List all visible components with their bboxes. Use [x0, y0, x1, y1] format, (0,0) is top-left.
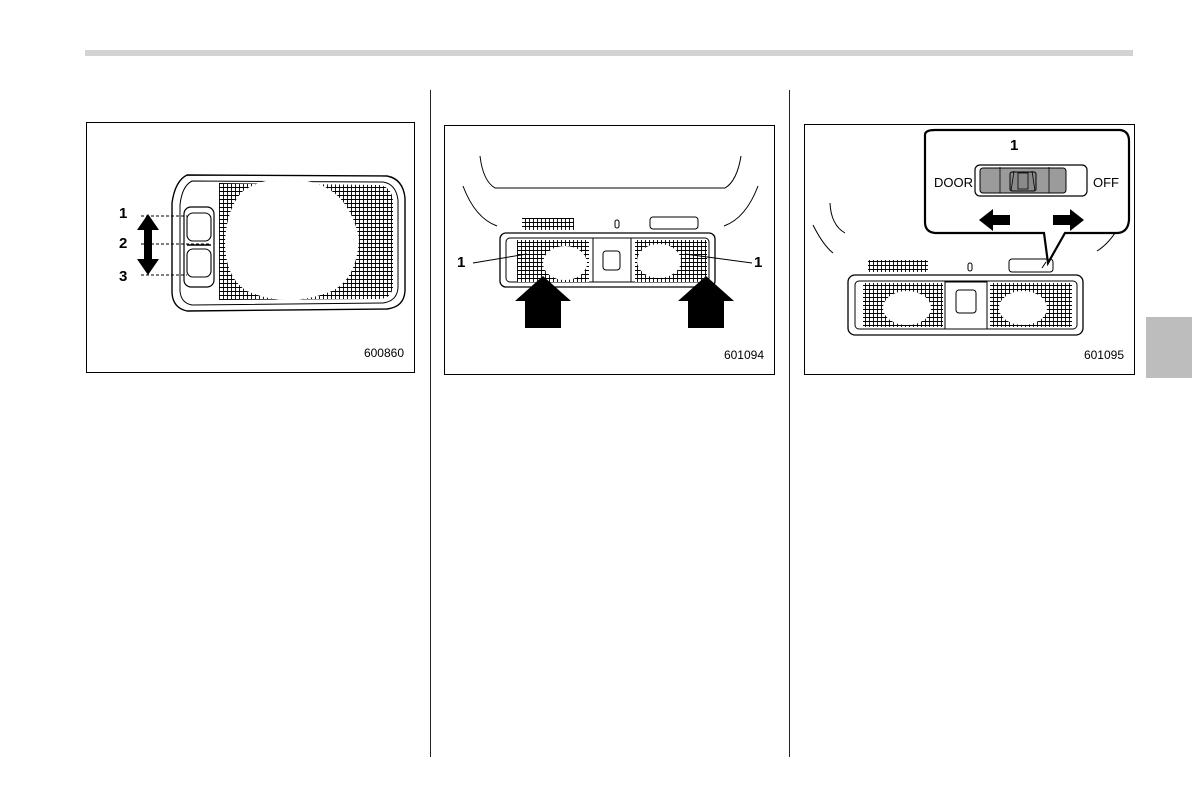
- column-divider-right: [789, 90, 790, 757]
- chapter-tab: [1146, 317, 1192, 378]
- figure-code: 601094: [724, 348, 764, 362]
- callout-1-left: 1: [457, 254, 465, 271]
- overhead-console-illustration: [445, 126, 776, 376]
- figure-door-off-switch: 1 DOOR OFF 601095: [804, 124, 1135, 375]
- callout-1: 1: [1010, 137, 1018, 154]
- figure-code: 600860: [364, 346, 404, 360]
- header-rule: [85, 50, 1133, 56]
- column-divider-left: [430, 90, 431, 757]
- figure-press-lens: 1 1 601094: [444, 125, 775, 375]
- callout-2: 2: [119, 235, 127, 252]
- figure-code: 601095: [1084, 348, 1124, 362]
- callout-1: 1: [119, 205, 127, 222]
- callout-1-right: 1: [754, 254, 762, 271]
- map-light-illustration: [87, 123, 416, 374]
- callout-3: 3: [119, 268, 127, 285]
- off-label: OFF: [1093, 175, 1119, 190]
- door-switch-illustration: [805, 125, 1136, 376]
- figure-map-light-switch: 1 2 3 600860: [86, 122, 415, 373]
- door-label: DOOR: [934, 175, 973, 190]
